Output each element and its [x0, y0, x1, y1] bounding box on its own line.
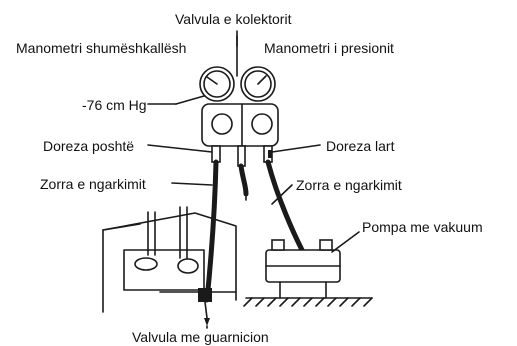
service-valve-label: Valvula me guarnicion: [132, 329, 269, 345]
pressure-gauge-drawing: [240, 66, 276, 102]
manifold-block-drawing: [201, 103, 279, 167]
charge-hoses-drawing: [204, 159, 305, 303]
vacuum-pump-label: Pompa me vakuum: [362, 219, 483, 235]
charge-hose-right-label: Zorra e ngarkimit: [296, 177, 402, 193]
indoor-unit-drawing: [102, 206, 237, 326]
charge-hose-left-label: Zorra e ngarkimit: [40, 176, 146, 192]
pressure-gauge-label: Manometri i presionit: [264, 40, 394, 56]
manifold-valve-label: Valvula e kolektorit: [175, 11, 292, 27]
vacuum-pump-drawing: [243, 239, 373, 307]
leader-lines: [147, 30, 360, 329]
low-handle-label: Doreza poshtë: [43, 138, 135, 154]
vacuum-reading-label: -76 cm Hg: [82, 97, 147, 113]
compound-gauge-label: Manometri shumëshkallësh: [16, 40, 187, 56]
compound-gauge-drawing: [199, 66, 235, 102]
high-handle-label: Doreza lart: [326, 138, 395, 154]
